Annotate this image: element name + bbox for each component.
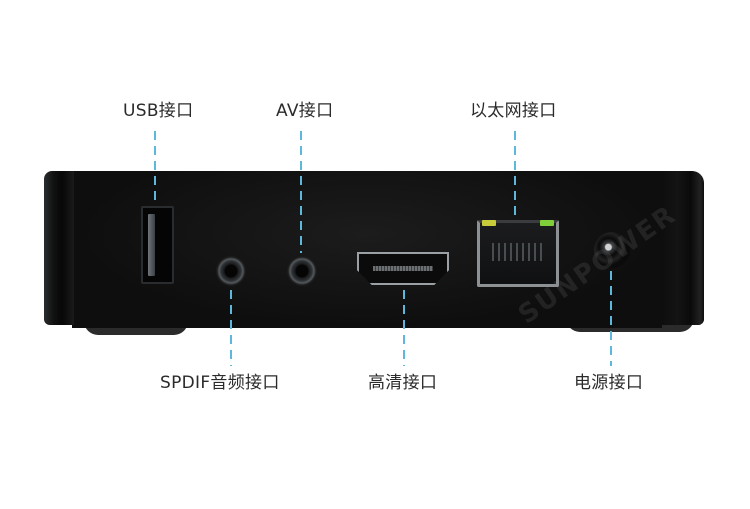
usb-label: USB接口 xyxy=(123,101,194,121)
usb-port-tongue xyxy=(148,214,155,276)
usb-port xyxy=(141,206,174,284)
ethernet-led-left xyxy=(482,220,496,226)
power-jack xyxy=(594,232,630,268)
av-leader-line xyxy=(300,131,302,253)
right-bevel xyxy=(660,171,704,325)
av-label: AV接口 xyxy=(276,101,334,121)
hdmi-port xyxy=(357,252,449,285)
power-label: 电源接口 xyxy=(574,373,644,393)
hdmi-pins xyxy=(373,266,433,271)
ethernet-label: 以太网接口 xyxy=(470,101,557,121)
ethernet-led-right xyxy=(540,220,554,226)
usb-leader-line xyxy=(154,131,156,203)
spdif-label: SPDIF音频接口 xyxy=(160,373,280,393)
ethernet-pins xyxy=(492,243,544,261)
power-leader-line xyxy=(610,271,612,366)
hdmi-leader-line xyxy=(403,290,405,366)
hdmi-label: 高清接口 xyxy=(368,373,438,393)
av-jack xyxy=(287,256,317,286)
spdif-audio-jack xyxy=(216,256,246,286)
left-bevel xyxy=(44,171,74,325)
ethernet-port xyxy=(477,220,559,287)
spdif-leader-line xyxy=(230,290,232,366)
ethernet-leader-line xyxy=(514,131,516,217)
